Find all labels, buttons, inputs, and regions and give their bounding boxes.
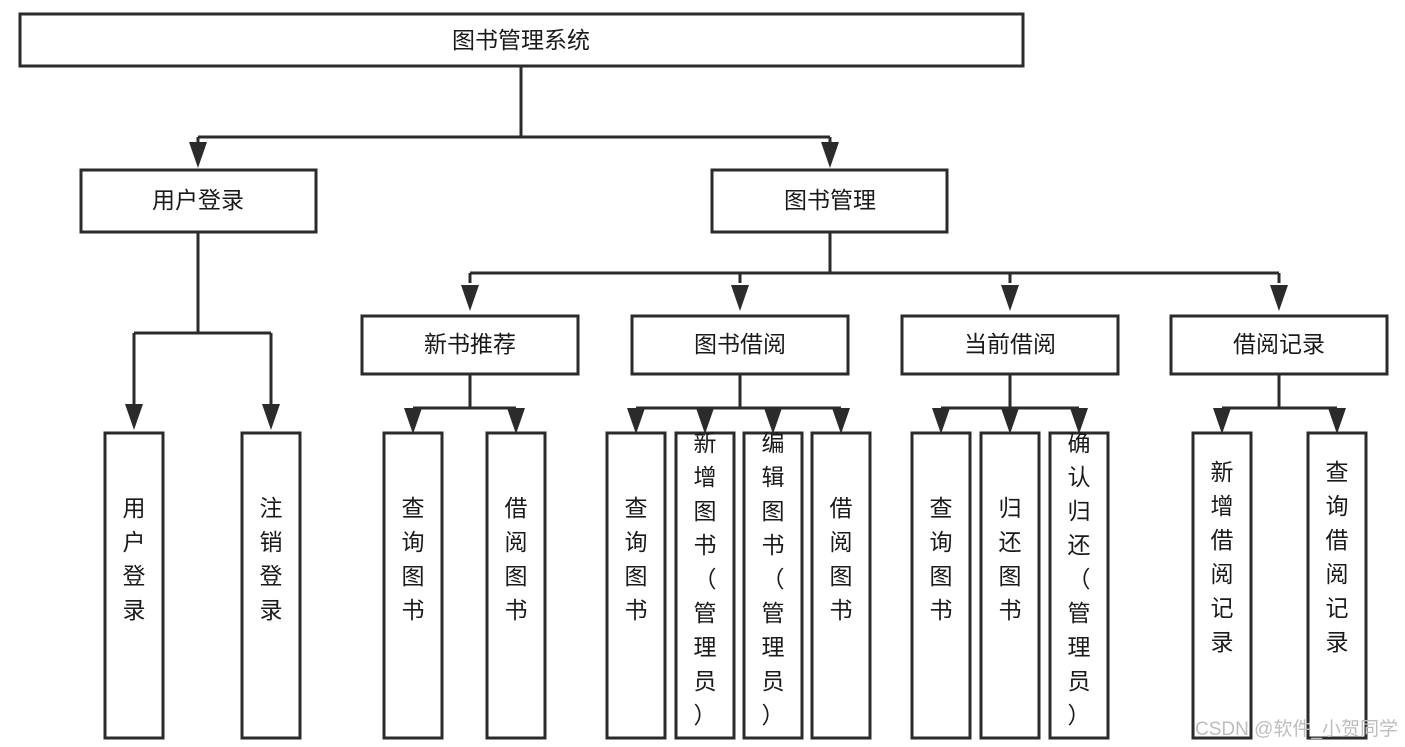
arrow-to-leaf-return-book — [1001, 408, 1019, 434]
leaf-query-record-label: 查询借阅记录 — [1326, 459, 1349, 655]
node-book-borrow[interactable]: 图书借阅 — [630, 314, 850, 376]
node-borrow-record-label: 借阅记录 — [1233, 331, 1325, 357]
leaf-confirm-return-label: 确认归还（管理员） — [1068, 430, 1091, 728]
arrow-to-leaf-user-login — [125, 404, 143, 430]
node-user-login[interactable]: 用户登录 — [79, 168, 318, 234]
connector-current-borrow-to-leaves — [932, 374, 1088, 434]
leaf-logout-label: 注销登录 — [260, 495, 283, 623]
leaf-borrow-book-1[interactable]: 借阅图书 — [485, 431, 547, 740]
node-user-login-label: 用户登录 — [152, 187, 244, 213]
node-book-manage-label: 图书管理 — [784, 187, 876, 213]
leaf-query-record[interactable]: 查询借阅记录 — [1306, 431, 1368, 740]
arrow-to-leaf-borrow-book-1 — [507, 408, 525, 434]
leaf-confirm-return[interactable]: 确认归还（管理员） — [1048, 430, 1110, 740]
leaf-user-login[interactable]: 用户登录 — [103, 431, 165, 740]
csdn-watermark: CSDN @软件_小贺同学 — [1195, 718, 1398, 740]
arrow-to-leaf-query-book-2 — [627, 408, 645, 434]
arrow-to-leaf-query-record — [1328, 408, 1346, 434]
arrow-to-leaf-query-book-3 — [932, 408, 950, 434]
leaf-edit-book[interactable]: 编辑图书（管理员） — [742, 430, 804, 740]
arrow-to-user-login — [189, 142, 207, 168]
arrow-to-book-borrow — [731, 285, 749, 311]
connector-book-manage-to-level3 — [461, 232, 1288, 311]
arrow-to-new-book-rec — [461, 285, 479, 311]
leaf-borrow-book-2-label: 借阅图书 — [830, 495, 853, 623]
leaf-return-book[interactable]: 归还图书 — [979, 431, 1041, 740]
leaf-add-record[interactable]: 新增借阅记录 — [1191, 431, 1253, 740]
leaf-user-login-label: 用户登录 — [123, 495, 146, 623]
arrow-to-leaf-logout — [262, 404, 280, 430]
leaf-query-book-1[interactable]: 查询图书 — [382, 431, 444, 740]
leaf-query-book-2[interactable]: 查询图书 — [605, 431, 667, 740]
leaf-add-book-label: 新增图书（管理员） — [694, 430, 717, 728]
node-borrow-record[interactable]: 借阅记录 — [1169, 314, 1389, 376]
connector-root-to-level2 — [189, 66, 839, 168]
arrow-to-leaf-add-record — [1213, 408, 1231, 434]
arrow-to-leaf-borrow-book-2 — [832, 408, 850, 434]
leaf-borrow-book-2[interactable]: 借阅图书 — [810, 431, 872, 740]
leaf-borrow-book-1-label: 借阅图书 — [505, 495, 528, 623]
node-new-book-rec-label: 新书推荐 — [424, 331, 516, 357]
node-book-manage[interactable]: 图书管理 — [710, 168, 949, 234]
node-root[interactable]: 图书管理系统 — [18, 12, 1025, 68]
node-new-book-rec[interactable]: 新书推荐 — [360, 314, 580, 376]
connector-new-book-rec-to-leaves — [404, 374, 525, 434]
leaf-logout[interactable]: 注销登录 — [240, 431, 302, 740]
leaf-query-book-3-label: 查询图书 — [930, 495, 953, 623]
node-current-borrow-label: 当前借阅 — [964, 331, 1056, 357]
leaf-query-book-1-label: 查询图书 — [402, 495, 425, 623]
node-book-borrow-label: 图书借阅 — [694, 331, 786, 357]
leaf-add-record-label: 新增借阅记录 — [1211, 459, 1234, 655]
arrow-to-borrow-record — [1270, 285, 1288, 311]
leaf-edit-book-label: 编辑图书（管理员） — [762, 430, 785, 728]
connector-book-borrow-to-leaves — [627, 374, 850, 434]
connector-user-login-to-leaves — [125, 232, 280, 430]
node-current-borrow[interactable]: 当前借阅 — [900, 314, 1120, 376]
leaf-return-book-label: 归还图书 — [999, 495, 1022, 623]
arrow-to-book-manage — [821, 142, 839, 168]
leaf-add-book[interactable]: 新增图书（管理员） — [674, 430, 736, 740]
arrow-to-leaf-query-book-1 — [404, 408, 422, 434]
connector-borrow-record-to-leaves — [1213, 374, 1346, 434]
leaf-query-book-2-label: 查询图书 — [625, 495, 648, 623]
leaf-query-book-3[interactable]: 查询图书 — [910, 431, 972, 740]
node-root-label: 图书管理系统 — [452, 27, 590, 53]
arrow-to-current-borrow — [1001, 285, 1019, 311]
